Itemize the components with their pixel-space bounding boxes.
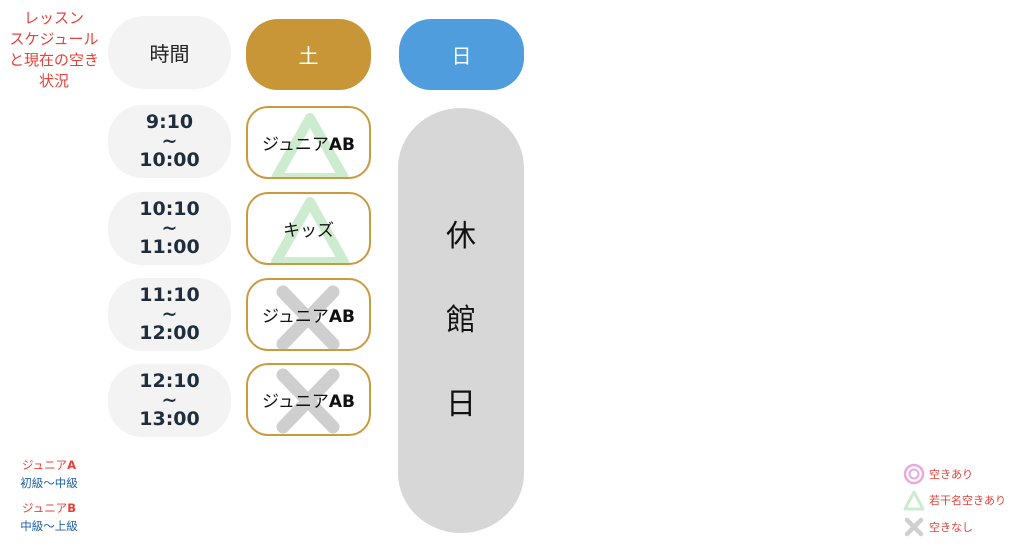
time-end: 12:00: [139, 322, 200, 344]
level-legend-b: ジュニアB 中級〜上級: [8, 499, 90, 535]
time-slot: 10:10 ~ 11:00: [108, 192, 231, 265]
time-separator: ~: [161, 130, 178, 152]
saturday-column-header: 土: [246, 19, 371, 90]
slot-label: キッズ: [283, 216, 334, 241]
slot-class-name: ジュニア: [262, 307, 329, 327]
time-start: 9:10: [145, 111, 194, 133]
saturday-slot[interactable]: ジュニアAB: [246, 106, 371, 179]
sunday-column-header: 日: [399, 19, 524, 90]
closed-char: 館: [446, 302, 476, 338]
slot-class-name: ジュニア: [262, 392, 329, 412]
level-letter: A: [67, 458, 77, 472]
time-start: 12:10: [139, 370, 200, 392]
time-start: 10:10: [139, 198, 200, 220]
time-slot: 12:10 ~ 13:00: [108, 364, 231, 437]
slot-label: ジュニアAB: [262, 387, 355, 412]
time-slot: 9:10 ~ 10:00: [108, 105, 231, 178]
slot-class-name: キッズ: [283, 221, 334, 241]
level-legend-a: ジュニアA 初級〜中級: [8, 456, 90, 492]
level-a-desc: 初級〜中級: [20, 476, 78, 490]
time-separator: ~: [161, 303, 178, 325]
double-circle-icon: [903, 463, 925, 485]
status-legend-full: 空きなし: [903, 516, 973, 538]
cross-icon: [276, 368, 340, 434]
saturday-slot[interactable]: ジュニアAB: [246, 363, 371, 436]
triangle-icon: [903, 490, 925, 511]
level-letter: B: [67, 501, 76, 515]
slot-label: ジュニアAB: [262, 302, 355, 327]
level-b-label: ジュニアB: [8, 499, 90, 517]
time-separator: ~: [161, 217, 178, 239]
level-name: ジュニア: [22, 501, 68, 515]
saturday-slot[interactable]: ジュニアAB: [246, 278, 371, 351]
time-end: 11:00: [139, 236, 200, 258]
time-end: 13:00: [139, 408, 200, 430]
slot-class-suffix: AB: [328, 392, 355, 412]
status-legend-label: 空きなし: [929, 521, 973, 534]
status-legend-few: 若干名空きあり: [903, 489, 1006, 511]
time-end: 10:00: [139, 149, 200, 171]
status-legend-label: 若干名空きあり: [929, 494, 1006, 507]
status-legend-available: 空きあり: [903, 463, 973, 485]
slot-class-name: ジュニア: [262, 135, 329, 155]
title-line: スケジュール: [9, 30, 99, 48]
time-start: 11:10: [139, 284, 200, 306]
closed-char: 休: [446, 218, 476, 254]
saturday-slot[interactable]: キッズ: [246, 192, 371, 265]
slot-class-suffix: AB: [328, 307, 355, 327]
title-line: 状況: [38, 72, 69, 90]
closed-char: 日: [446, 386, 476, 422]
title-line: と現在の空き: [8, 51, 99, 69]
time-separator: ~: [161, 389, 178, 411]
slot-class-suffix: AB: [328, 135, 355, 155]
sunday-closed-block: 休 館 日: [398, 108, 524, 533]
schedule-title: レッスン スケジュール と現在の空き 状況: [2, 8, 106, 92]
time-slot: 11:10 ~ 12:00: [108, 278, 231, 351]
triangle-icon: [271, 113, 349, 177]
level-name: ジュニア: [21, 458, 68, 472]
cross-icon: [904, 517, 924, 537]
status-legend-label: 空きあり: [929, 468, 973, 481]
time-column-header: 時間: [108, 16, 231, 89]
level-a-label: ジュニアA: [8, 456, 90, 474]
cross-icon: [276, 285, 340, 349]
triangle-icon: [271, 197, 349, 263]
level-b-desc: 中級〜上級: [20, 519, 78, 533]
slot-label: ジュニアAB: [262, 130, 355, 155]
title-line: レッスン: [23, 9, 84, 27]
